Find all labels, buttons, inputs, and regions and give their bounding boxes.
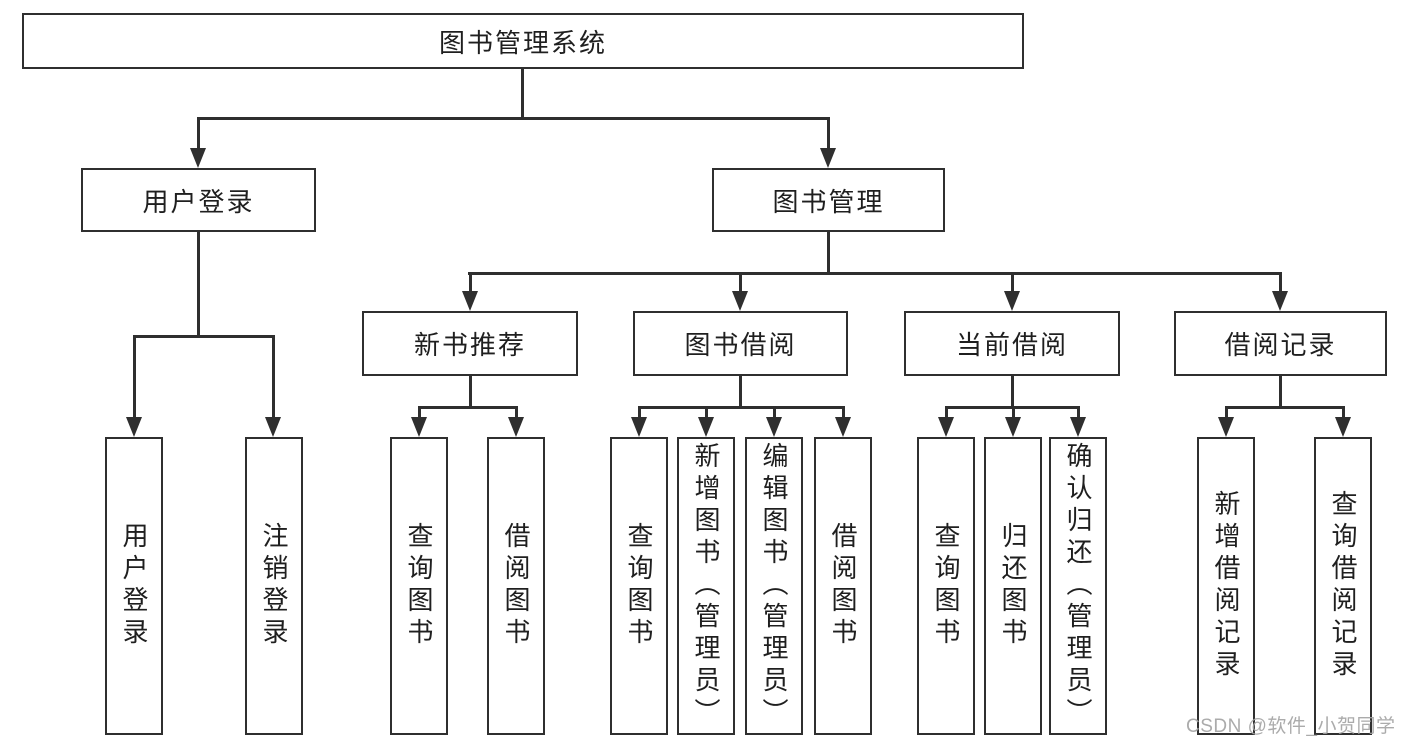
node-label: 借阅记录 bbox=[1224, 330, 1337, 360]
arrow-down-icon bbox=[1004, 291, 1020, 311]
connector-borrow-stem bbox=[739, 272, 742, 293]
connector-recommend-stem bbox=[469, 272, 472, 293]
leaf-edit-books-admin: 编辑图书（管理员） bbox=[745, 437, 803, 735]
leaf-label: 查询图书 bbox=[931, 522, 961, 650]
node-user-login: 用户登录 bbox=[81, 168, 316, 232]
node-label: 用户登录 bbox=[142, 186, 255, 217]
connector-borrow-down bbox=[739, 376, 742, 407]
arrow-down-icon bbox=[631, 417, 647, 437]
connector-login-down bbox=[197, 232, 200, 337]
arrow-down-icon bbox=[462, 291, 478, 311]
arrow-down-icon bbox=[820, 148, 836, 168]
leaf-label: 新增图书（管理员） bbox=[691, 442, 721, 730]
connector-mgmt-down bbox=[827, 232, 830, 274]
connector-stub bbox=[515, 406, 518, 419]
node-book-management: 图书管理 bbox=[712, 168, 945, 232]
connector-stub bbox=[638, 406, 641, 419]
connector-stub bbox=[842, 406, 845, 419]
connector-user-login-stem bbox=[197, 117, 200, 150]
leaf-query-borrow-record: 查询借阅记录 bbox=[1314, 437, 1372, 735]
connector-borrow-hline bbox=[638, 406, 845, 409]
connector-stub bbox=[705, 406, 708, 419]
leaf-add-books-admin: 新增图书（管理员） bbox=[677, 437, 735, 735]
connector-stub bbox=[1012, 406, 1015, 419]
node-book-borrowing: 图书借阅 bbox=[633, 311, 848, 376]
leaf-label: 查询图书 bbox=[404, 522, 434, 650]
arrow-down-icon bbox=[1272, 291, 1288, 311]
connector-current-down bbox=[1011, 376, 1014, 407]
arrow-down-icon bbox=[265, 417, 281, 437]
leaf-label: 查询图书 bbox=[624, 522, 654, 650]
connector-recommend-hline bbox=[418, 406, 518, 409]
node-label: 图书管理系统 bbox=[438, 27, 607, 58]
connector-recommend-down bbox=[469, 376, 472, 407]
arrow-down-icon bbox=[126, 417, 142, 437]
leaf-query-books-current: 查询图书 bbox=[917, 437, 975, 735]
node-label: 图书管理 bbox=[772, 186, 885, 217]
leaf-label: 编辑图书（管理员） bbox=[759, 442, 789, 730]
arrow-down-icon bbox=[766, 417, 782, 437]
connector-stub bbox=[1077, 406, 1080, 419]
arrow-down-icon bbox=[1070, 417, 1086, 437]
arrow-down-icon bbox=[1005, 417, 1021, 437]
arrow-down-icon bbox=[508, 417, 524, 437]
leaf-label: 用户登录 bbox=[119, 522, 149, 650]
arrow-down-icon bbox=[732, 291, 748, 311]
connector-stub bbox=[418, 406, 421, 419]
connector-current-stem bbox=[1011, 272, 1014, 293]
connector-stub bbox=[945, 406, 948, 419]
arrow-down-icon bbox=[1218, 417, 1234, 437]
node-current-borrowing: 当前借阅 bbox=[904, 311, 1120, 376]
connector-stub bbox=[1342, 406, 1345, 419]
connector-records-down bbox=[1279, 376, 1282, 407]
leaf-label: 查询借阅记录 bbox=[1328, 490, 1358, 682]
leaf-user-login: 用户登录 bbox=[105, 437, 163, 735]
connector-records-stem bbox=[1279, 272, 1282, 293]
node-root-library-system: 图书管理系统 bbox=[22, 13, 1024, 69]
connector-book-mgmt-stem bbox=[827, 117, 830, 150]
leaf-logout: 注销登录 bbox=[245, 437, 303, 735]
node-borrowing-records: 借阅记录 bbox=[1174, 311, 1387, 376]
leaf-query-books-recommend: 查询图书 bbox=[390, 437, 448, 735]
leaf-label: 归还图书 bbox=[998, 522, 1028, 650]
arrow-down-icon bbox=[938, 417, 954, 437]
leaf-return-books: 归还图书 bbox=[984, 437, 1042, 735]
arrow-down-icon bbox=[411, 417, 427, 437]
connector-stub bbox=[1225, 406, 1228, 419]
leaf-label: 注销登录 bbox=[259, 522, 289, 650]
leaf-borrow-books: 借阅图书 bbox=[814, 437, 872, 735]
node-new-book-recommend: 新书推荐 bbox=[362, 311, 578, 376]
leaf-confirm-return-admin: 确认归还（管理员） bbox=[1049, 437, 1107, 735]
leaf-label: 借阅图书 bbox=[828, 522, 858, 650]
leaf-label: 确认归还（管理员） bbox=[1063, 442, 1093, 730]
leaf-add-borrow-record: 新增借阅记录 bbox=[1197, 437, 1255, 735]
connector-root-hline bbox=[197, 117, 830, 120]
node-label: 当前借阅 bbox=[955, 330, 1068, 360]
arrow-down-icon bbox=[835, 417, 851, 437]
arrow-down-icon bbox=[1335, 417, 1351, 437]
arrow-down-icon bbox=[190, 148, 206, 168]
arrow-down-icon bbox=[698, 417, 714, 437]
node-label: 新书推荐 bbox=[413, 330, 526, 360]
connector-login-leaf1-stem bbox=[133, 335, 136, 419]
connector-stub bbox=[773, 406, 776, 419]
connector-login-leaf2-stem bbox=[272, 335, 275, 419]
leaf-label: 新增借阅记录 bbox=[1211, 490, 1241, 682]
connector-root-stem bbox=[521, 69, 524, 119]
leaf-query-books-borrow: 查询图书 bbox=[610, 437, 668, 735]
connector-mgmt-hline bbox=[468, 272, 1282, 275]
connector-records-hline bbox=[1225, 406, 1345, 409]
leaf-borrow-books-recommend: 借阅图书 bbox=[487, 437, 545, 735]
connector-login-hline bbox=[133, 335, 275, 338]
node-label: 图书借阅 bbox=[684, 330, 797, 360]
leaf-label: 借阅图书 bbox=[501, 522, 531, 650]
